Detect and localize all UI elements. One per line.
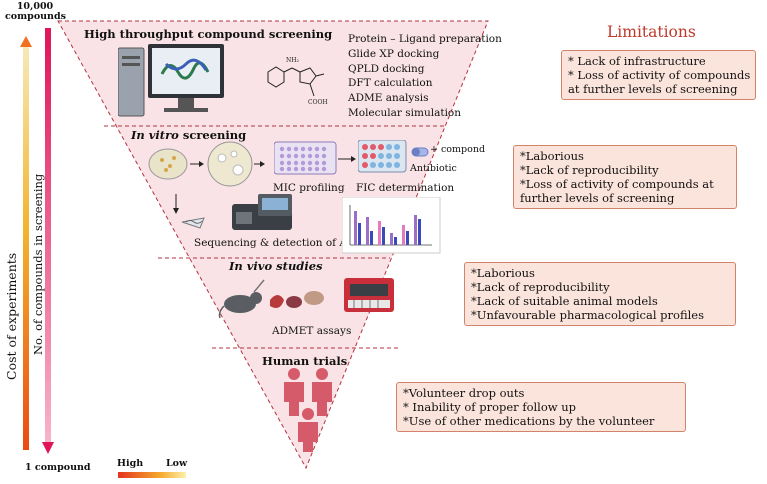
bottom-count-label: 1 compound bbox=[25, 462, 91, 473]
limitation-line: *Lack of suitable animal models bbox=[471, 294, 658, 308]
limitation-line: *Loss of activity of compounds at bbox=[520, 177, 714, 191]
cost-axis-label: Cost of experiments bbox=[4, 252, 19, 380]
analyzer-machine-icon bbox=[344, 278, 394, 312]
limitation-box-invivo: *Laborious *Lack of reproducibility *Lac… bbox=[464, 262, 736, 326]
fic-determination-label: FIC determination bbox=[356, 182, 455, 194]
human-trials-title: Human trials bbox=[262, 354, 348, 368]
compounds-arrow-head bbox=[42, 442, 54, 454]
hts-item: Protein – Ligand preparation bbox=[348, 33, 502, 45]
computer-icon bbox=[118, 44, 224, 117]
invitro-title-rest: screening bbox=[178, 128, 247, 142]
high-low-gradient-bar bbox=[118, 472, 186, 478]
checkerboard-plate-icon bbox=[358, 140, 407, 173]
human-figures-icon bbox=[284, 368, 332, 452]
limitation-line: at further levels of screening bbox=[568, 82, 738, 96]
limitation-line: *Volunteer drop outs bbox=[403, 386, 525, 400]
limitation-box-human: *Volunteer drop outs * Inability of prop… bbox=[396, 382, 686, 432]
svg-text:NH₂: NH₂ bbox=[286, 57, 299, 64]
cost-arrow-bar bbox=[23, 47, 29, 450]
gradient-high-label: High bbox=[117, 458, 144, 469]
hts-title: High throughput compound screening bbox=[84, 27, 333, 41]
limitation-line: *Use of other medications by the volunte… bbox=[403, 414, 655, 428]
admet-assays-label: ADMET assays bbox=[272, 325, 352, 337]
limitation-line: * Lack of infrastructure bbox=[568, 54, 706, 68]
hts-item: Molecular simulation bbox=[348, 106, 462, 119]
sequencer-machine-icon bbox=[232, 194, 292, 230]
limitation-line: * Loss of activity of compounds bbox=[568, 68, 751, 82]
limitation-line: *Laborious bbox=[471, 266, 535, 280]
invitro-title-italic: In vitro bbox=[131, 128, 179, 142]
invitro-title: In vitro screening bbox=[131, 128, 246, 142]
hts-item: QPLD docking bbox=[348, 62, 425, 75]
gradient-low-label: Low bbox=[166, 458, 188, 469]
molecule-structure-icon: NH₂ COOH bbox=[267, 57, 328, 106]
invivo-title: In vivo studies bbox=[229, 259, 323, 273]
microplate-icon bbox=[274, 141, 337, 175]
compounds-arrow-bar bbox=[45, 28, 51, 442]
cost-arrow-head bbox=[20, 36, 32, 47]
limitation-line: *Lack of reproducibility bbox=[520, 163, 659, 177]
limitation-box-hts: * Lack of infrastructure * Loss of activ… bbox=[561, 50, 756, 100]
top-count-label: 10,000 compounds bbox=[5, 1, 66, 22]
mouse-organs-icon bbox=[218, 279, 324, 319]
pill-capsule-icon bbox=[411, 147, 429, 157]
hts-item: Glide XP docking bbox=[348, 47, 440, 60]
limitation-line: further levels of screening bbox=[520, 191, 675, 205]
hts-item: ADME analysis bbox=[348, 92, 429, 105]
petri-dish-icon bbox=[148, 141, 265, 187]
svg-text:COOH: COOH bbox=[308, 99, 328, 106]
hts-item-list: Protein – Ligand preparation Glide XP do… bbox=[348, 32, 502, 121]
compounds-axis-label: No. of compounds in screening bbox=[31, 173, 45, 355]
limitation-box-invitro: *Laborious *Lack of reproducibility *Los… bbox=[513, 145, 737, 209]
limitations-title: Limitations bbox=[607, 23, 696, 41]
limitation-line: *Unfavourable pharmacological profiles bbox=[471, 308, 704, 322]
limitation-line: *Lack of reproducibility bbox=[471, 280, 610, 294]
hts-item: DFT calculation bbox=[348, 77, 433, 90]
limitation-line: *Laborious bbox=[520, 149, 584, 163]
antibiotic-label: Antibiotic bbox=[410, 163, 457, 174]
arrow-right-icon bbox=[338, 156, 356, 162]
fic-bar-chart-icon bbox=[342, 197, 441, 254]
funnel-outline bbox=[57, 20, 489, 470]
sequencing-label: Sequencing & detection of ARG bbox=[194, 237, 364, 249]
limitation-line: * Inability of proper follow up bbox=[403, 400, 577, 414]
compound-label: + compond bbox=[430, 144, 486, 155]
pipette-tube-icon bbox=[173, 194, 205, 229]
mic-profiling-label: MIC profiling bbox=[273, 182, 345, 194]
